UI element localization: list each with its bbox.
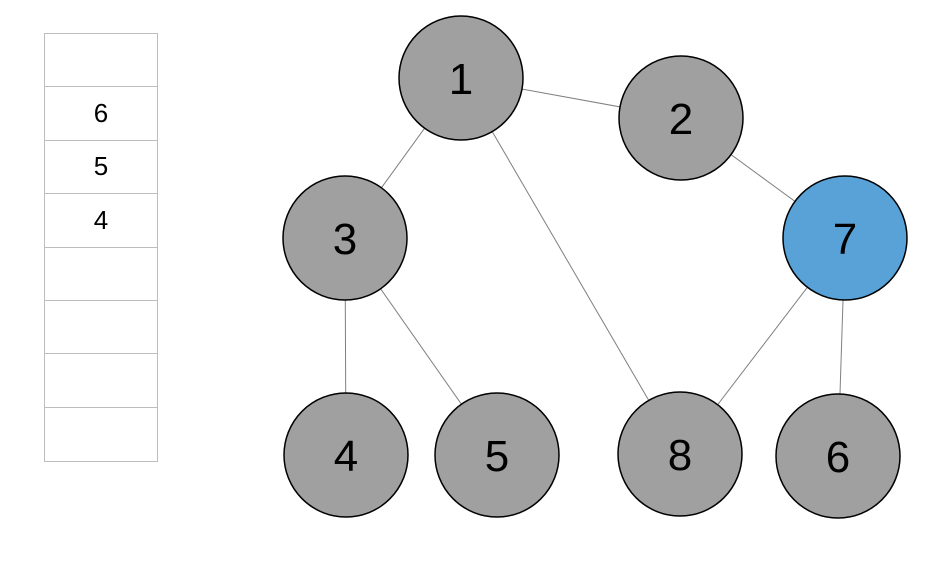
node-circle[interactable] — [283, 392, 409, 518]
graph-node-3[interactable]: 3 — [282, 175, 408, 301]
stack-cell-6 — [45, 354, 157, 408]
node-circle[interactable] — [617, 391, 743, 517]
stack-cell-1: 6 — [45, 87, 157, 141]
graph-edge-1-8 — [460, 77, 681, 455]
graph-node-2[interactable]: 2 — [618, 55, 744, 181]
graph-node-8[interactable]: 8 — [617, 391, 743, 517]
node-circle-highlighted[interactable] — [782, 175, 908, 301]
graph-node-1[interactable]: 1 — [398, 15, 524, 141]
node-circle[interactable] — [618, 55, 744, 181]
graph-node-5[interactable]: 5 — [434, 392, 560, 518]
node-circle[interactable] — [434, 392, 560, 518]
stack-cell-5 — [45, 301, 157, 355]
stack-table: 6 5 4 — [44, 33, 158, 462]
graph-node-4[interactable]: 4 — [283, 392, 409, 518]
stack-cell-4 — [45, 248, 157, 301]
node-circle[interactable] — [398, 15, 524, 141]
stack-cell-0 — [45, 34, 157, 88]
stack-cell-2: 5 — [45, 141, 157, 195]
node-circle[interactable] — [282, 175, 408, 301]
stack-cell-3: 4 — [45, 194, 157, 248]
node-circle[interactable] — [775, 393, 901, 519]
graph-node-7[interactable]: 7 — [782, 175, 908, 301]
graph-node-6[interactable]: 6 — [775, 393, 901, 519]
